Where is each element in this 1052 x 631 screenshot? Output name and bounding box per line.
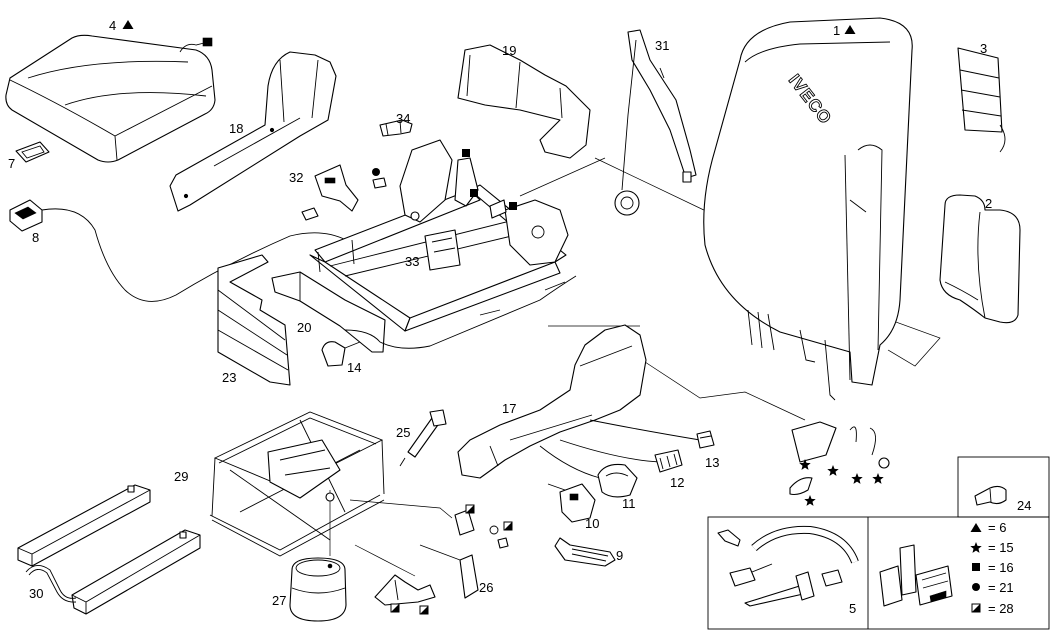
part-17-side-trim — [457, 324, 701, 479]
part-13-connector — [696, 430, 715, 449]
part-14-adjust-knob — [321, 341, 361, 367]
callout-labels: 4 1 3 2 19 31 18 34 7 32 8 33 20 14 23 1… — [8, 18, 1031, 616]
part-2-side-bolster — [939, 194, 1021, 324]
callout-11: 11 — [622, 496, 636, 511]
callout-4: 4 — [109, 18, 116, 33]
square-icon — [470, 189, 478, 197]
callout-5: 5 — [849, 601, 856, 616]
callout-9: 9 — [616, 548, 623, 563]
dot-icon — [972, 583, 980, 591]
cushion-connector — [202, 37, 213, 47]
part-27-air-spring — [289, 557, 347, 622]
callout-33: 33 — [405, 254, 419, 269]
legend-text: = 28 — [988, 601, 1014, 616]
part-4-seat-cushion — [5, 34, 216, 163]
legend-row-triangle: = 6 — [970, 520, 1006, 535]
belt-retractor — [614, 190, 640, 216]
part-33-seat-frame — [309, 139, 569, 332]
callout-23: 23 — [222, 370, 236, 385]
part-20-frame-bracket — [271, 271, 577, 353]
callout-24: 24 — [1017, 498, 1031, 513]
part-12-connector — [654, 449, 683, 473]
callout-13: 13 — [705, 455, 719, 470]
part-7-connector — [15, 141, 50, 163]
callout-10: 10 — [585, 516, 599, 531]
part-31-seat-belt — [614, 29, 697, 216]
symbol-legend: = 6 = 15 = 16 = 21 = 28 — [970, 520, 1014, 616]
part-25-gas-spring — [399, 409, 447, 467]
callout-31: 31 — [655, 38, 669, 53]
callout-32: 32 — [289, 170, 303, 185]
callout-1: 1 — [833, 23, 840, 38]
legend-text: = 21 — [988, 580, 1014, 595]
callout-17: 17 — [502, 401, 516, 416]
callout-25: 25 — [396, 425, 410, 440]
part-10-switch — [547, 483, 596, 523]
callout-3: 3 — [980, 41, 987, 56]
legend-row-star: = 15 — [970, 540, 1014, 555]
square-icon — [972, 563, 980, 571]
callout-7: 7 — [8, 156, 15, 171]
callout-12: 12 — [670, 475, 684, 490]
part-23-bellows-cover — [217, 254, 291, 386]
part-19-rear-cover — [457, 44, 591, 159]
square-icon — [509, 202, 517, 210]
part-30-release-bar — [25, 565, 77, 603]
leader-lines — [329, 157, 941, 577]
legend-row-dot: = 21 — [972, 580, 1014, 595]
legend-text: = 6 — [988, 520, 1006, 535]
part-8-switch-harness — [9, 199, 347, 302]
part-1-seat-backrest: IVECO — [703, 17, 913, 401]
callout-30: 30 — [29, 586, 43, 601]
part-32-belt-buckle — [301, 164, 387, 221]
callout-20: 20 — [297, 320, 311, 335]
part-26-brackets — [454, 509, 509, 599]
part-3-lumbar-pad — [957, 47, 1006, 153]
callout-29: 29 — [174, 469, 188, 484]
callout-14: 14 — [347, 360, 361, 375]
callout-19: 19 — [502, 43, 516, 58]
backrest-hinge-fittings — [789, 421, 890, 496]
part-11-switch — [597, 463, 638, 498]
part-34-bolt — [379, 119, 413, 137]
callout-26: 26 — [479, 580, 493, 595]
callout-8: 8 — [32, 230, 39, 245]
half-square-icon — [971, 603, 981, 613]
legend-row-square: = 16 — [972, 560, 1014, 575]
dot-icon — [372, 168, 380, 176]
part-18-side-cover — [169, 51, 337, 212]
square-icon — [462, 149, 470, 157]
part-5-kit-box — [707, 516, 1050, 630]
half-square-icon — [419, 605, 429, 615]
part-9-wiring-harness — [554, 537, 616, 567]
half-square-icon — [390, 603, 400, 613]
legend-text: = 15 — [988, 540, 1014, 555]
half-square-icon — [465, 504, 475, 514]
callout-2: 2 — [985, 196, 992, 211]
scissor-suspension-mechanism — [209, 411, 385, 557]
half-square-icon — [503, 521, 513, 531]
callout-34: 34 — [396, 111, 410, 126]
legend-row-half-square: = 28 — [971, 601, 1014, 616]
part-29-slide-rails — [17, 484, 201, 615]
callout-27: 27 — [272, 593, 286, 608]
legend-text: = 16 — [988, 560, 1014, 575]
callout-18: 18 — [229, 121, 243, 136]
